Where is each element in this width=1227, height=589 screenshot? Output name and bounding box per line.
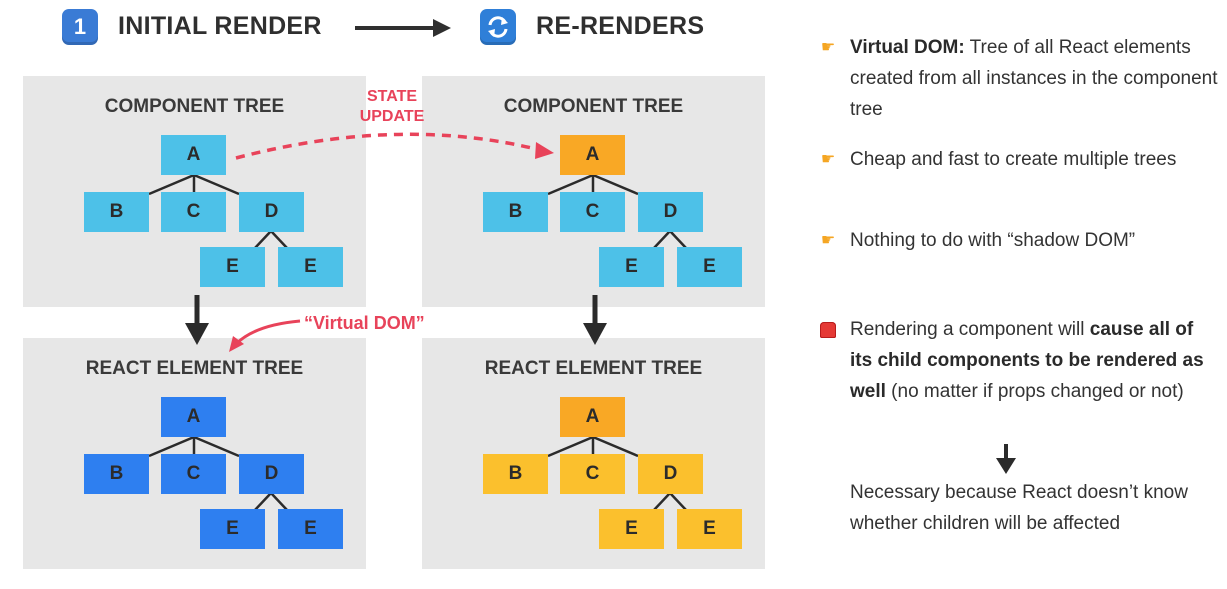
- step-one-badge: 1: [62, 9, 98, 45]
- node-d: D: [239, 192, 304, 232]
- node-e: E: [278, 509, 343, 549]
- node-e: E: [200, 247, 265, 287]
- node-c: C: [161, 454, 226, 494]
- pointing-hand-icon: ☛: [820, 39, 836, 56]
- conclusion-text: Necessary because React doesn’t know whe…: [850, 482, 1188, 534]
- bullet-bold: cause all of its child components to be …: [850, 319, 1204, 402]
- bullet-text: Nothing to do with “shadow DOM”: [850, 230, 1136, 251]
- bullet-text: Cheap and fast to create multiple trees: [850, 149, 1177, 170]
- pointing-hand-icon: ☛: [820, 151, 836, 168]
- node-d: D: [239, 454, 304, 494]
- bullet-rendering-children: Rendering a component will cause all of …: [818, 314, 1218, 439]
- node-a: A: [560, 135, 625, 175]
- pointing-hand-icon: ☛: [820, 232, 836, 249]
- node-c: C: [161, 192, 226, 232]
- node-a: A: [161, 397, 226, 437]
- node-b: B: [84, 454, 149, 494]
- node-b: B: [483, 192, 548, 232]
- initial-render-heading: INITIAL RENDER: [118, 12, 322, 40]
- down-arrow-icon: [583, 295, 607, 345]
- bullet-text: (no matter if props changed or not): [885, 381, 1184, 402]
- bullet-virtual-dom: ☛ Virtual DOM: Tree of all React element…: [818, 32, 1218, 127]
- state-update-line1: STATE: [366, 88, 418, 105]
- re-renders-heading: RE-RENDERS: [536, 12, 705, 40]
- node-e: E: [677, 509, 742, 549]
- initial-component-tree-panel: COMPONENT TREE A B C D E E: [23, 76, 366, 307]
- tree-connectors: [148, 173, 288, 249]
- node-d: D: [638, 192, 703, 232]
- rerender-component-tree-panel: COMPONENT TREE A B C D E E: [422, 76, 765, 307]
- node-d: D: [638, 454, 703, 494]
- state-update-label: STATE UPDATE: [352, 87, 432, 127]
- node-e: E: [677, 247, 742, 287]
- node-c: C: [560, 454, 625, 494]
- down-arrow-icon: [185, 295, 209, 345]
- panel-title: REACT ELEMENT TREE: [484, 358, 703, 379]
- tree-connectors: [547, 173, 687, 249]
- node-e: E: [599, 509, 664, 549]
- node-e: E: [200, 509, 265, 549]
- rerender-element-tree-panel: REACT ELEMENT TREE A B C D E E: [422, 338, 765, 569]
- node-e: E: [599, 247, 664, 287]
- initial-element-tree-panel: REACT ELEMENT TREE A B C D E E: [23, 338, 366, 569]
- bullet-shadow-dom: ☛ Nothing to do with “shadow DOM”: [818, 225, 1218, 259]
- virtual-dom-label: “Virtual DOM”: [304, 313, 425, 333]
- bullet-text-pre: Rendering a component will: [850, 319, 1090, 340]
- node-b: B: [483, 454, 548, 494]
- state-update-line2: UPDATE: [359, 108, 425, 125]
- node-a: A: [560, 397, 625, 437]
- bullet-cheap-fast: ☛ Cheap and fast to create multiple tree…: [818, 144, 1218, 208]
- node-c: C: [560, 192, 625, 232]
- right-arrow-icon: [355, 19, 451, 37]
- tree-connectors: [547, 435, 687, 511]
- siren-icon: [818, 320, 838, 340]
- panel-title: COMPONENT TREE: [104, 96, 285, 117]
- panel-title: REACT ELEMENT TREE: [85, 358, 304, 379]
- down-arrow-icon: [996, 444, 1016, 474]
- panel-title: COMPONENT TREE: [503, 96, 684, 117]
- node-a: A: [161, 135, 226, 175]
- node-b: B: [84, 192, 149, 232]
- refresh-icon: [480, 9, 516, 45]
- bullet-bold: Virtual DOM:: [850, 37, 965, 58]
- bullet-text: Tree of all React elements created from …: [850, 37, 1218, 120]
- node-e: E: [278, 247, 343, 287]
- tree-connectors: [148, 435, 288, 511]
